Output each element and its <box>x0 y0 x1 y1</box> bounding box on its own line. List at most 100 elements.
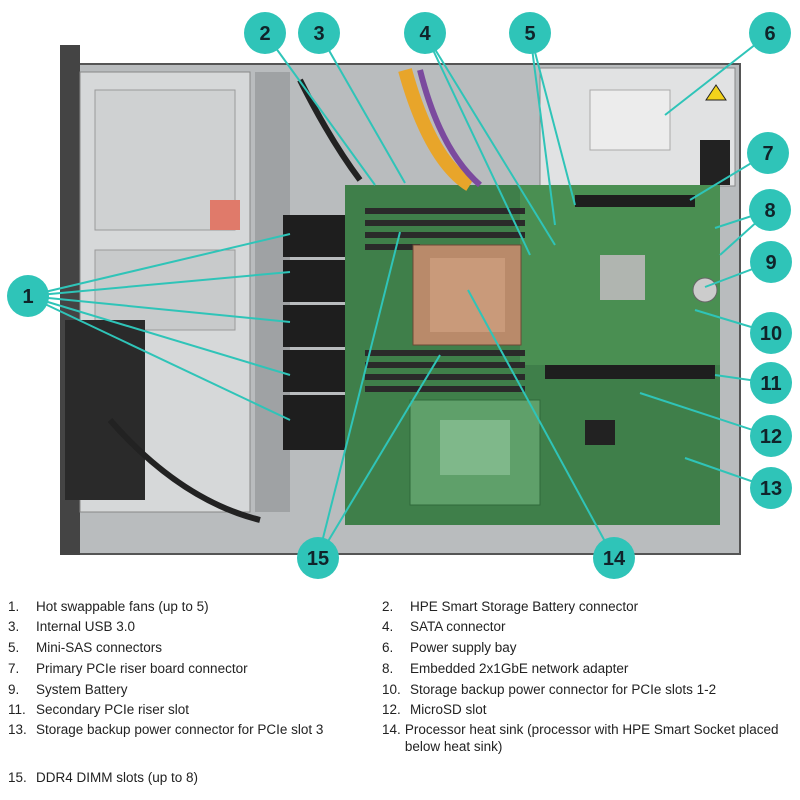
legend-item: 3. Internal USB 3.0 <box>8 618 368 635</box>
leader-line <box>27 271 291 297</box>
legend-item: 12.MicroSD slot <box>382 701 792 718</box>
leader-line <box>529 32 576 206</box>
legend-item: 1.Hot swappable fans (up to 5) <box>8 598 368 615</box>
legend-text: Hot swappable fans (up to 5) <box>36 599 209 614</box>
legend-text: MicroSD slot <box>410 702 487 717</box>
cables <box>107 68 482 523</box>
callout-circle <box>7 275 49 317</box>
legend-text: SATA connector <box>410 619 506 634</box>
leader-line <box>318 32 406 184</box>
callout-number: 10 <box>760 323 782 345</box>
callout-circle <box>509 12 551 54</box>
leader-line <box>664 32 771 116</box>
legend-number: 11. <box>8 702 26 717</box>
callout-number: 14 <box>603 548 626 570</box>
leader-line <box>529 32 556 226</box>
legend-number: 6. <box>382 640 394 655</box>
leader-line <box>27 233 291 297</box>
leader-line <box>27 295 291 323</box>
legend-text: Processor heat sink (processor with HPE … <box>404 722 779 754</box>
leader-line <box>264 32 376 186</box>
callout-circle <box>747 132 789 174</box>
legend-text: Secondary PCIe riser slot <box>36 702 190 717</box>
legend-item: 11. Secondary PCIe riser slot <box>8 701 368 718</box>
legend-item: 9. System Battery <box>8 681 368 698</box>
callout-11: 11 <box>750 362 792 404</box>
leader-lines <box>27 32 772 559</box>
legend-item: 14.Processor heat sink (processor with H… <box>382 721 792 755</box>
heat-sink <box>412 244 522 346</box>
legend-item: 4. SATA connector <box>382 618 792 635</box>
leader-line <box>467 289 615 559</box>
callout-6: 6 <box>749 12 791 54</box>
legend-item: 2. HPE Smart Storage Battery connector <box>382 598 792 615</box>
callout-number: 8 <box>764 200 775 222</box>
fans <box>283 215 345 450</box>
legend-number: 13. <box>8 722 27 737</box>
legend-number: 15. <box>8 770 27 785</box>
callout-7: 7 <box>747 132 789 174</box>
callout-number: 9 <box>765 252 776 274</box>
legend-item: 15. DDR4 DIMM slots (up to 8) <box>8 769 368 786</box>
legend-text: Mini-SAS connectors <box>36 640 163 655</box>
legend-text: HPE Smart Storage Battery connector <box>410 599 639 614</box>
leader-line <box>424 32 556 246</box>
leader-line <box>424 32 531 256</box>
legend-text: Primary PCIe riser board connector <box>36 661 248 676</box>
callout-number: 5 <box>524 23 535 45</box>
dimm-slots <box>365 208 525 392</box>
legend-item: 10. Storage backup power connector for PC… <box>382 681 792 698</box>
callout-14: 14 <box>593 537 635 579</box>
legend-text: Internal USB 3.0 <box>36 619 136 634</box>
callout-9: 9 <box>750 241 792 283</box>
callout-10: 10 <box>750 312 792 354</box>
legend-text: Embedded 2x1GbE network adapter <box>410 661 629 676</box>
callout-15: 15 <box>297 537 339 579</box>
callout-circle <box>404 12 446 54</box>
legend-number: 3. <box>8 619 20 634</box>
callout-number: 12 <box>760 426 782 448</box>
pcie-risers <box>545 195 715 379</box>
legend-item: 8.Embedded 2x1GbE network adapter <box>382 660 792 677</box>
callout-circle <box>298 12 340 54</box>
legend-item: 5.Mini-SAS connectors <box>8 639 368 656</box>
callout-circle <box>593 537 635 579</box>
legend-number: 10. <box>382 682 401 697</box>
callout-number: 3 <box>313 23 324 45</box>
legend-number: 9. <box>8 682 20 697</box>
legend-number: 4. <box>382 619 394 634</box>
callout-circle <box>750 362 792 404</box>
legend-number: 14. <box>382 722 401 737</box>
callout-circle <box>750 241 792 283</box>
callout-circle <box>750 415 792 457</box>
legend-text: DDR4 DIMM slots (up to 8) <box>36 770 199 785</box>
callout-number: 13 <box>760 478 782 500</box>
callout-number: 15 <box>307 548 329 570</box>
callout-12: 12 <box>750 415 792 457</box>
callout-2: 2 <box>244 12 286 54</box>
legend-number: 2. <box>382 599 394 614</box>
callout-1: 1 <box>7 275 49 317</box>
callout-circle <box>244 12 286 54</box>
callout-circle <box>750 312 792 354</box>
callout-number: 1 <box>22 286 33 308</box>
leader-line <box>27 295 291 421</box>
callout-number: 2 <box>259 23 270 45</box>
leader-line <box>317 231 401 559</box>
legend-text: System Battery <box>36 682 128 697</box>
callout-number: 4 <box>419 23 431 45</box>
legend-item: 7. Primary PCIe riser board connector <box>8 660 368 677</box>
legend: 1.Hot swappable fans (up to 5) 2. HPE Smar… <box>0 598 800 798</box>
callout-3: 3 <box>298 12 340 54</box>
legend-number: 7. <box>8 661 20 676</box>
callout-number: 6 <box>764 23 775 45</box>
legend-item: 6. Power supply bay <box>382 639 792 656</box>
legend-text: Storage backup power connector for PCIe … <box>410 682 717 697</box>
callout-number: 11 <box>760 373 781 395</box>
callout-circle <box>749 189 791 231</box>
callout-circle <box>297 537 339 579</box>
leader-line <box>27 295 291 376</box>
callout-circle <box>750 467 792 509</box>
